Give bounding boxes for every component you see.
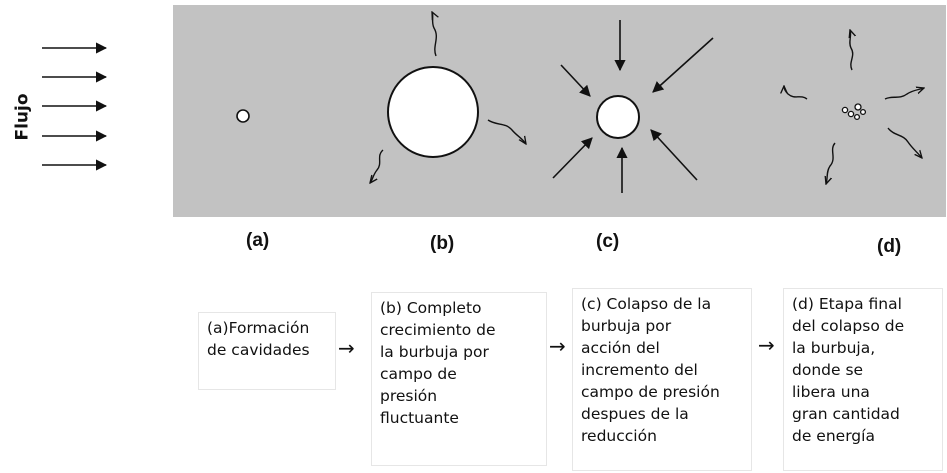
panel-label-d: (d) (877, 236, 902, 257)
step-arrow-1: → (338, 336, 355, 360)
flow-label: Flujo (6, 72, 40, 162)
step-text-d: (d) Etapa final del colapso de la burbuj… (792, 295, 905, 445)
bubble-c (596, 95, 640, 139)
panel-label-c: (c) (596, 231, 620, 252)
flow-arrows (42, 42, 108, 171)
bubble-d-wavy-arrows (784, 30, 924, 184)
step-text-a: (a)Formación de cavidades (207, 319, 310, 359)
step-text-b: (b) Completo crecimiento de la burbuja p… (380, 299, 496, 427)
bubble-c-compression-arrows (552, 20, 714, 193)
diagram-panel-background (173, 5, 946, 217)
bubble-b-wavy-arrows (370, 12, 526, 183)
panel-label-b: (b) (430, 233, 455, 254)
step-box-a: (a)Formación de cavidades (198, 312, 336, 390)
step-box-d: (d) Etapa final del colapso de la burbuj… (783, 288, 943, 471)
step-text-c: (c) Colapso de la burbuja por acción del… (581, 295, 720, 445)
bubble-a (236, 109, 250, 123)
step-box-c: (c) Colapso de la burbuja por acción del… (572, 288, 752, 471)
bubble-b (387, 66, 479, 158)
flow-label-text: Flujo (13, 93, 33, 141)
step-arrow-2: → (549, 334, 566, 358)
step-arrow-3: → (758, 333, 775, 357)
bubble-d-fragments (841, 103, 867, 121)
panel-label-a: (a) (246, 230, 270, 251)
step-box-b: (b) Completo crecimiento de la burbuja p… (371, 292, 547, 466)
